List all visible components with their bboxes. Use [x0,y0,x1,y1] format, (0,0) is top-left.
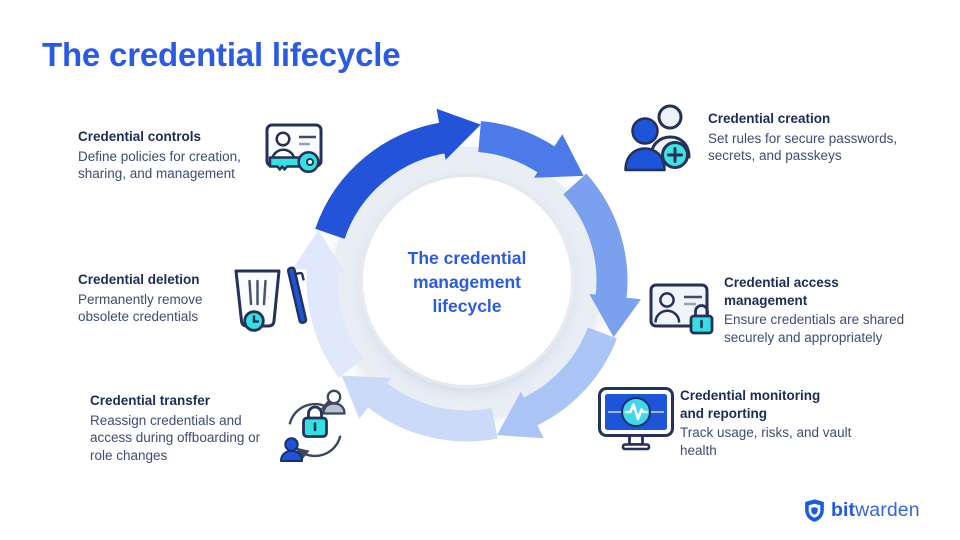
card-lock-icon [649,283,714,335]
item-credential-transfer: Credential transfer Reassign credentials… [90,387,352,469]
cycle-arrow-tail [563,173,628,304]
people-sync-lock-icon [280,389,346,462]
cycle-arrow-head [292,229,345,273]
logo-bold-part: bit [831,499,856,521]
trash-clock-icon [234,266,308,332]
logo-wordmark: bitwarden [831,499,920,522]
item-body: Define policies for creation, sharing, a… [78,148,241,182]
lifecycle-cycle-diagram [292,108,641,442]
item-credential-access: Credential access management Ensure cred… [648,274,929,347]
cycle-arrow-tail [477,121,560,176]
item-credential-monitoring: Credential monitoring and reporting Trac… [597,386,858,460]
cycle-arrow-head [436,108,481,160]
monitor-pulse-icon [598,387,674,451]
cycle-arrow-head [589,293,641,338]
item-heading: Credential creation [708,111,831,126]
shield-icon [805,499,824,522]
cycle-arrow-tail [315,122,450,240]
users-plus-icon [624,104,691,172]
page-title: The credential lifecycle [42,36,401,73]
item-body: Track usage, risks, and vault health [680,425,852,458]
cycle-arrows [292,108,641,442]
bitwarden-logo: bitwarden [804,498,920,523]
cycle-arrow-tail [306,264,364,378]
item-credential-creation: Credential creation Set rules for secure… [624,102,923,172]
item-body: Ensure credentials are shared securely a… [724,312,905,345]
item-credential-controls: Credential controls Define policies for … [78,121,325,183]
card-key-icon [265,123,323,174]
cycle-inner-circle [363,177,571,385]
item-heading: Credential controls [78,129,202,144]
item-heading: Credential transfer [90,393,211,408]
cycle-arrow-head [497,391,544,439]
item-heading: Credential deletion [78,272,200,287]
cycle-arrow-tail [363,379,498,442]
cycle-track-ring [332,146,602,416]
item-body: Reassign credentials and access during o… [90,412,261,464]
item-credential-deletion: Credential deletion Permanently remove o… [78,264,308,336]
cycle-arrow-tail [519,327,617,428]
item-heading: Credential monitoring and reporting [680,388,821,421]
item-body: Permanently remove obsolete credentials [78,291,203,325]
item-heading: Credential access management [724,275,839,308]
cycle-arrow-head [534,134,584,178]
cycle-arrow-head [341,375,392,419]
item-body: Set rules for secure passwords, secrets,… [708,130,898,164]
cycle-center-label: The credential management lifecycle [407,248,527,317]
logo-regular-part: warden [855,499,920,521]
